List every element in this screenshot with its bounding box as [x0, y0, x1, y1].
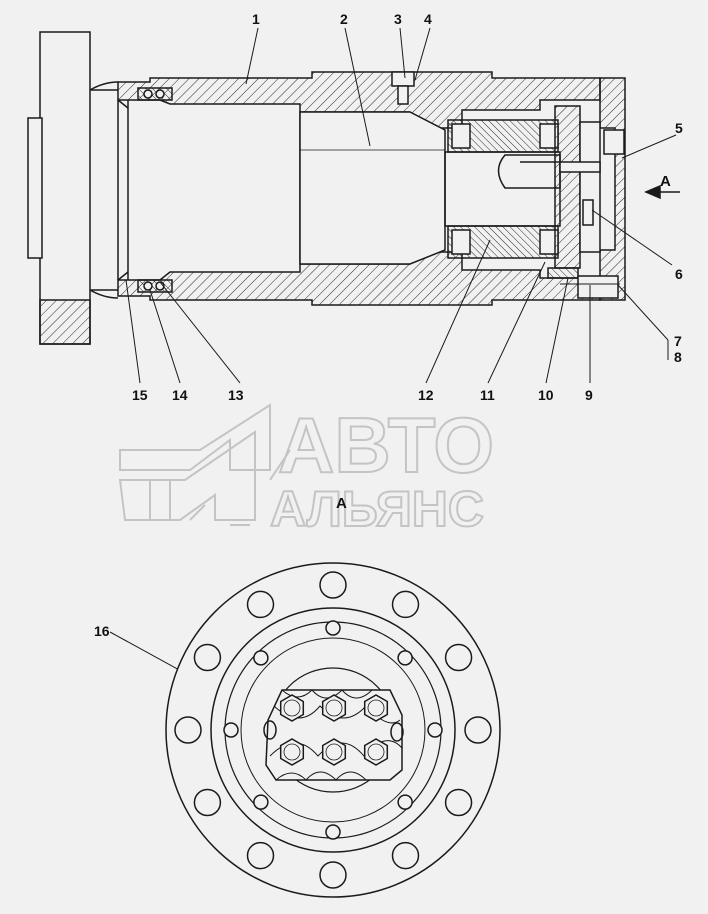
flange-bolt-hole: [391, 590, 420, 619]
flange-bolt-hole: [193, 788, 222, 817]
flange-bolt-hole: [246, 841, 275, 870]
hex-bolt-chamfer: [283, 743, 301, 761]
mounting-flange: [27, 31, 119, 345]
callout-16: 16: [94, 623, 110, 639]
hex-bolt-head: [363, 738, 389, 766]
hex-bolt-chamfer: [367, 743, 385, 761]
flange-bolt-hole: [319, 571, 347, 599]
hex-bolt-chamfer: [325, 743, 343, 761]
callout-15: 15: [132, 387, 148, 403]
watermark-line2: АЛЬЯНС: [270, 481, 484, 537]
callout-2: 2: [340, 11, 348, 27]
callout-10: 10: [538, 387, 554, 403]
end-view-a: [165, 562, 501, 898]
hex-bolt-head: [321, 694, 347, 722]
callout-4: 4: [424, 11, 432, 27]
callout-13: 13: [228, 387, 244, 403]
flange-bolt-hole: [246, 590, 275, 619]
plug-3: [391, 71, 415, 105]
hex-bolt-chamfer: [367, 699, 385, 717]
hex-bolt-head: [279, 694, 305, 722]
cover-bolt-hole: [253, 650, 269, 666]
hex-bolt-chamfer: [283, 699, 301, 717]
callout-7: 7: [674, 333, 682, 349]
callout-6: 6: [675, 266, 683, 282]
flange-bolt-hole: [174, 716, 202, 744]
flange-bolt-holes: [174, 571, 492, 889]
shaft: [444, 151, 561, 227]
cover-bolt-hole: [397, 794, 413, 810]
flange-bolt-hole: [391, 841, 420, 870]
view-arrow-a: [644, 184, 680, 200]
flange-inner-circle: [210, 607, 456, 853]
watermark-line1: АВТО: [278, 401, 494, 489]
flange-bolt-hole: [444, 788, 473, 817]
cover-bolt-hole: [397, 650, 413, 666]
hex-bolts: [279, 694, 389, 766]
callout-1: 1: [252, 11, 260, 27]
bearing-12: [447, 119, 559, 259]
view-a-title: A: [336, 495, 347, 512]
cover-bolt-hole: [253, 794, 269, 810]
inner-bore: [117, 99, 301, 281]
cover-bolt-holes: [223, 620, 443, 840]
callout-3: 3: [394, 11, 402, 27]
callout-12: 12: [418, 387, 434, 403]
hex-bolt-head: [321, 738, 347, 766]
view-arrow-label: A: [660, 173, 671, 190]
cover-bolt-hole: [325, 824, 341, 840]
callout-5: 5: [675, 120, 683, 136]
watermark: АВТО АЛЬЯНС: [118, 400, 495, 538]
flange-bolt-hole: [444, 643, 473, 672]
callout-14: 14: [172, 387, 188, 403]
callout-9: 9: [585, 387, 593, 403]
flange-bolt-hole: [464, 716, 492, 744]
end-cover: [547, 77, 626, 301]
cover-bolt-hole: [223, 722, 239, 738]
callout-8: 8: [674, 349, 682, 365]
flange-bolt-hole: [193, 643, 222, 672]
hex-bolt-chamfer: [325, 699, 343, 717]
callout-11: 11: [480, 387, 495, 403]
cover-bolt-hole: [325, 620, 341, 636]
watermark-logo: [118, 403, 291, 526]
callout-labels: 1 2 3 4 5 6 7 8 9 10 11 12 13 14 15 16: [94, 11, 683, 639]
flange-bolt-hole: [319, 861, 347, 889]
hex-bolt-head: [363, 694, 389, 722]
hex-bolt-head: [279, 738, 305, 766]
cone-part-2: [299, 111, 446, 265]
sectional-view: A: [27, 31, 680, 345]
housing-part-1: [117, 71, 601, 306]
seal-13-14: [137, 87, 173, 293]
cover-bolt-hole: [427, 722, 443, 738]
